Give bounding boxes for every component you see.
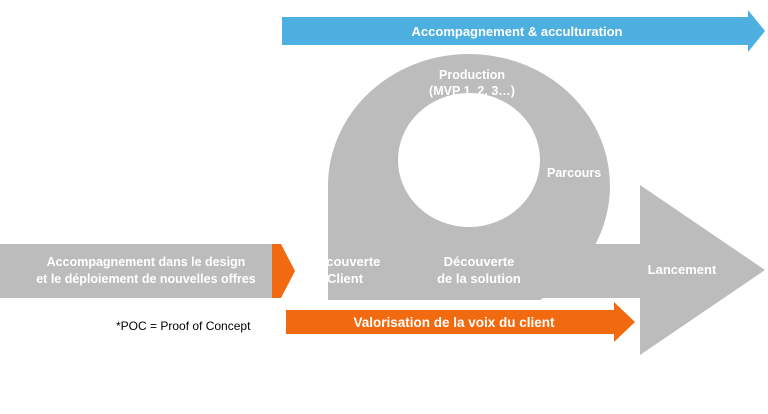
launch-label: Lancement bbox=[648, 262, 717, 277]
parcours-label: Parcours bbox=[547, 166, 601, 180]
iteration-loop: Production (MVP 1, 2, 3…) Parcours Décou… bbox=[310, 53, 610, 301]
top-banner-arrow: Accompagnement & acculturation bbox=[282, 10, 765, 52]
design-arrow: Accompagnement dans le design et le dépl… bbox=[0, 244, 295, 298]
bottom-banner-label: Valorisation de la voix du client bbox=[353, 315, 555, 330]
decouverte-client-line2: Client bbox=[327, 271, 364, 286]
decouverte-solution-line1: Découverte bbox=[444, 254, 515, 269]
design-arrow-line1: Accompagnement dans le design bbox=[47, 255, 246, 269]
production-label-line1: Production bbox=[439, 68, 505, 82]
footnote: *POC = Proof of Concept bbox=[116, 319, 251, 333]
decouverte-solution-line2: de la solution bbox=[437, 271, 521, 286]
bottom-banner-arrow: Valorisation de la voix du client bbox=[286, 302, 635, 342]
production-label-line2: (MVP 1, 2, 3…) bbox=[429, 84, 515, 98]
decouverte-client-line1: Découverte bbox=[310, 254, 381, 269]
launch-arrow: Lancement bbox=[472, 185, 765, 355]
orange-chevron bbox=[272, 244, 295, 298]
design-arrow-line2: et le déploiement de nouvelles offres bbox=[36, 272, 256, 286]
top-banner-label: Accompagnement & acculturation bbox=[412, 24, 623, 39]
